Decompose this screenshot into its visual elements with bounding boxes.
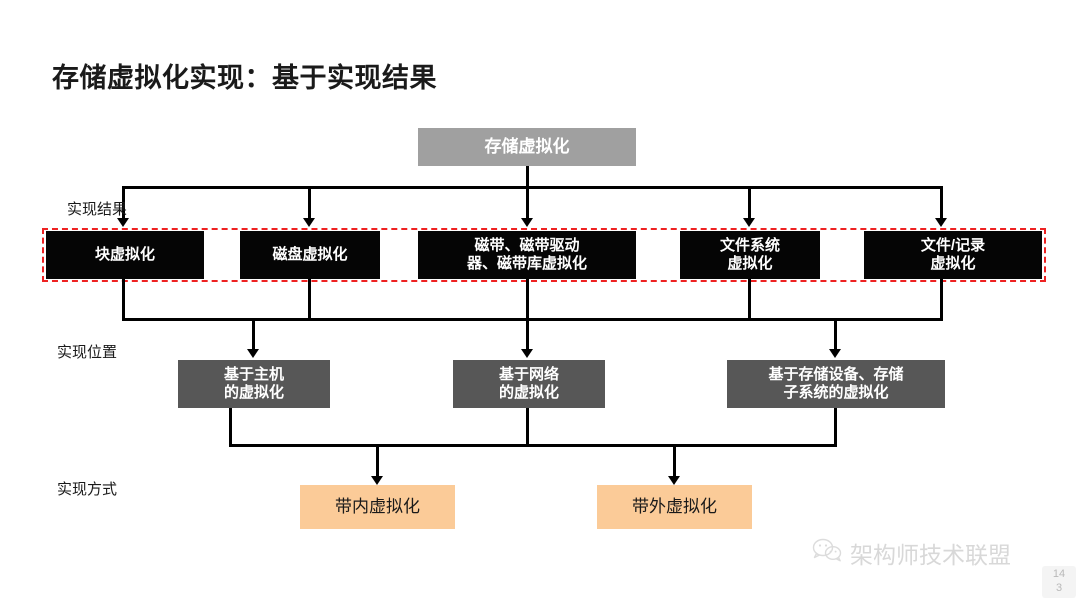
connector-drop-location-1 [252,318,255,351]
connector-stem-location-1 [229,408,232,446]
node-storage-virtualization[interactable]: 存储虚拟化 [418,128,636,166]
connector-root-stem [526,166,529,188]
node-label: 带外虚拟化 [632,496,717,516]
connector-result-bus [122,186,942,189]
arrowhead-result-1 [117,218,129,227]
node-disk-virtualization[interactable]: 磁盘虚拟化 [240,231,380,279]
connector-drop-location-3 [834,318,837,351]
connector-stem-result-1 [122,279,125,320]
node-label: 磁带、磁带驱动器、磁带库虚拟化 [466,237,587,272]
connector-stem-location-3 [834,408,837,446]
connector-drop-result-3 [526,186,529,220]
arrowhead-method-1 [371,476,383,485]
arrowhead-location-1 [247,349,259,358]
arrowhead-result-5 [935,218,947,227]
row-label-method: 实现方式 [57,481,118,498]
node-out-of-band-virtualization[interactable]: 带外虚拟化 [597,485,752,529]
node-label: 文件系统虚拟化 [719,237,780,272]
node-label: 存储虚拟化 [484,136,570,156]
node-label: 基于存储设备、存储子系统的虚拟化 [768,366,904,401]
arrowhead-result-4 [743,218,755,227]
node-label: 文件/记录虚拟化 [920,237,986,272]
node-label: 带内虚拟化 [335,496,420,516]
connector-drop-location-2 [526,318,529,351]
node-tape-virtualization[interactable]: 磁带、磁带驱动器、磁带库虚拟化 [418,231,636,279]
page-number-line2: 3 [1055,581,1063,594]
node-file-record-virtualization[interactable]: 文件/记录虚拟化 [864,231,1042,279]
row-label-location: 实现位置 [57,344,118,361]
connector-stem-result-2 [308,279,311,320]
arrowhead-method-2 [668,476,680,485]
node-storage-device-based-virtualization[interactable]: 基于存储设备、存储子系统的虚拟化 [727,360,945,408]
highlight-dashed-region [42,228,1046,282]
node-in-band-virtualization[interactable]: 带内虚拟化 [300,485,455,529]
watermark-text: 架构师技术联盟 [850,542,1011,568]
connector-drop-result-4 [748,186,751,220]
row-label-result: 实现结果 [67,201,128,218]
connector-stem-location-2 [526,408,529,446]
node-label: 块虚拟化 [94,246,155,264]
node-host-based-virtualization[interactable]: 基于主机的虚拟化 [178,360,330,408]
page-number-line1: 14 [1052,568,1066,580]
arrowhead-result-2 [303,218,315,227]
arrowhead-location-2 [521,349,533,358]
connector-stem-result-4 [748,279,751,320]
connector-method-bus [229,444,837,447]
node-block-virtualization[interactable]: 块虚拟化 [46,231,204,279]
connector-drop-result-2 [308,186,311,220]
node-network-based-virtualization[interactable]: 基于网络的虚拟化 [453,360,605,408]
node-label: 基于主机的虚拟化 [223,366,284,401]
node-label: 基于网络的虚拟化 [498,366,559,401]
connector-location-bus [122,318,943,321]
page-title: 存储虚拟化实现：基于实现结果 [52,63,437,93]
connector-drop-method-1 [376,444,379,478]
page-number: 14 3 [1042,566,1076,598]
arrowhead-result-3 [521,218,533,227]
watermark: 架构师技术联盟 [812,536,1011,570]
arrowhead-location-3 [829,349,841,358]
connector-drop-result-1 [122,186,125,220]
connector-stem-result-5 [940,279,943,320]
node-filesystem-virtualization[interactable]: 文件系统虚拟化 [680,231,820,279]
connector-stem-result-3 [526,279,529,320]
connector-drop-result-5 [940,186,943,220]
connector-drop-method-2 [673,444,676,478]
wechat-icon [812,538,842,568]
node-label: 磁盘虚拟化 [272,246,348,264]
